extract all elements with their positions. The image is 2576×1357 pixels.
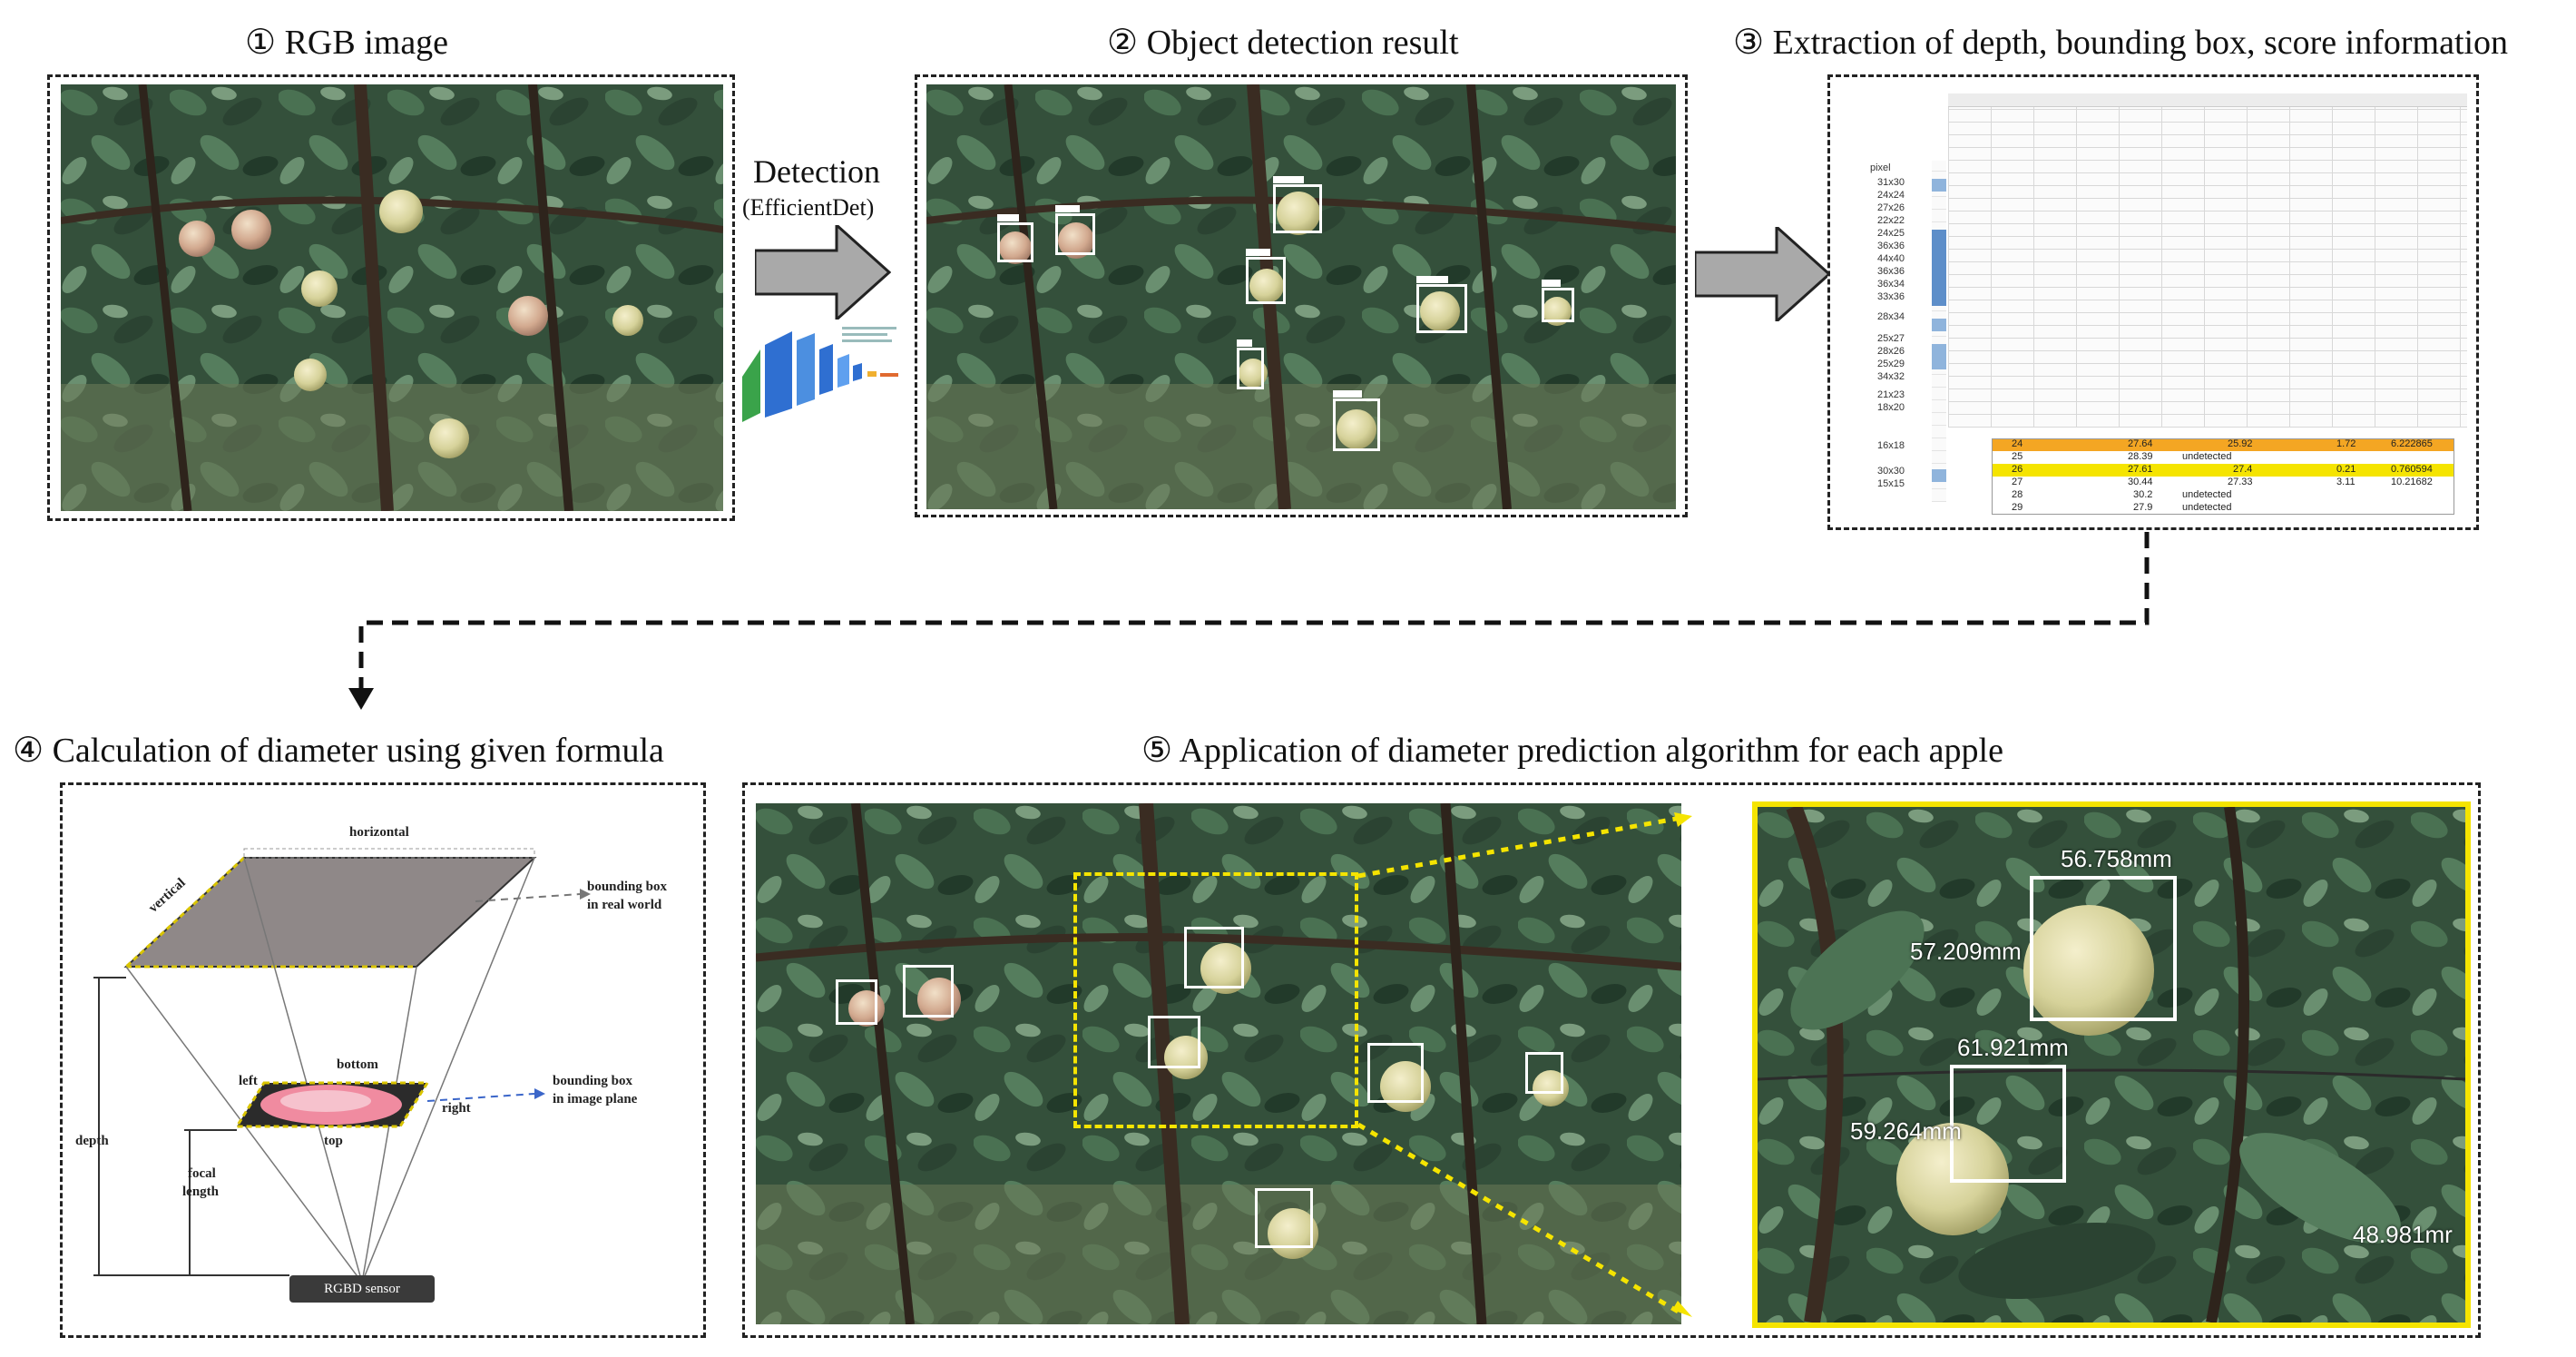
pixel-label: 24x25 [1877,228,1905,239]
pixel-label: 31x30 [1877,177,1905,188]
pixel-label: 33x36 [1877,291,1905,302]
pixel-label: 25x27 [1877,333,1905,344]
diameter-label: 57.209mm [1910,938,2022,965]
detection-box [997,214,1033,262]
detection-box [1255,1188,1313,1248]
focal-label: focal [188,1166,216,1181]
highlight-row-orange [1992,438,2454,451]
left-label: left [239,1074,258,1088]
extraction-panel: pixel 31x30 24x24 27x26 22x22 24x25 36x3… [1827,74,2479,530]
detection-box [1542,280,1574,322]
zoom-detection-box [2030,876,2177,1021]
size-class-column [1932,161,1946,502]
result-table [1992,438,2454,515]
rgb-image-panel [47,74,735,521]
zoom-connector [1357,812,1692,1317]
detection-box [1416,276,1467,333]
highlight-cell [1932,344,1946,369]
rgb-image [61,84,723,511]
detection-result-panel [915,74,1688,517]
pixel-label: 24x24 [1877,190,1905,201]
bbox-real-label: bounding box [587,880,667,894]
bbox-image-label: bounding box [553,1074,632,1088]
detection-box [1273,176,1322,233]
detection-box [1148,1016,1200,1068]
highlight-row-yellow [1992,464,2454,477]
rgbd-sensor-label: RGBD sensor [324,1282,400,1296]
bbox-real-label-2: in real world [587,898,662,912]
detection-box [1367,1043,1424,1103]
step2-title: ② Object detection result [1107,24,1459,62]
result-row: 27 30.44 27.33 3.11 10.21682 [2012,477,2433,487]
connector-arrow [348,532,2150,710]
prediction-image [756,803,1681,1324]
pixel-label: 36x36 [1877,266,1905,277]
highlight-cell [1932,469,1946,482]
pixel-header: pixel [1870,162,1891,173]
result-row: 29 27.9 undetected [2012,502,2232,513]
detection-box [1525,1052,1563,1094]
zoom-region [1073,872,1358,1128]
detection-box [1333,390,1380,451]
step5-title: ⑤ Application of diameter prediction alg… [1141,732,2003,770]
camera-geometry-diagram [93,848,591,1303]
pixel-label: 15x15 [1877,478,1905,489]
grid-header [1948,93,2467,107]
pixel-label: 36x36 [1877,241,1905,251]
step1-title: ① RGB image [245,24,449,62]
depth-label: depth [75,1134,109,1148]
pixel-label: 16x18 [1877,440,1905,451]
horizontal-label: horizontal [349,825,409,840]
pixel-label: 22x22 [1877,215,1905,226]
highlight-cell [1932,319,1946,331]
pixel-label: 28x34 [1877,311,1905,322]
highlight-cell [1932,179,1946,192]
detection-box [1237,339,1264,389]
diameter-formula-panel: horizontal vertical bounding box in real… [60,782,706,1338]
bottom-label: bottom [337,1057,378,1072]
top-label: top [324,1134,343,1148]
result-row: 26 27.61 27.4 0.21 0.760594 [2012,464,2433,475]
pixel-label: 27x26 [1877,202,1905,213]
efficientdet-label: (EfficientDet) [742,194,875,221]
arrow-right-icon [1695,227,1831,321]
detection-box [836,979,877,1025]
pixel-label: 44x40 [1877,253,1905,264]
pixel-label: 28x26 [1877,346,1905,357]
detection-box [1184,927,1244,988]
pixel-label: 18x20 [1877,402,1905,413]
depth-data-grid [1948,93,2467,428]
network-architecture-icon [742,327,898,422]
step3-title: ③ Extraction of depth, bounding box, sco… [1733,24,2509,62]
detection-box [903,965,954,1018]
diameter-label: 61.921mm [1957,1034,2069,1061]
pixel-label: 30x30 [1877,466,1905,477]
pixel-label: 21x23 [1877,389,1905,400]
result-row: 24 27.64 25.92 1.72 6.222865 [2012,438,2433,449]
diameter-label: 56.758mm [2061,845,2172,872]
right-label: right [442,1101,471,1116]
detection-box [1055,205,1095,255]
arrow-right-icon [755,225,891,320]
pixel-label: 25x29 [1877,359,1905,369]
bbox-image-label-2: in image plane [553,1092,638,1106]
result-row: 25 28.39 undetected [2012,451,2232,462]
diameter-prediction-panel: 56.758mm 57.209mm 61.921mm 59.264mm 48.9… [742,782,2481,1338]
result-row: 28 30.2 undetected [2012,489,2232,500]
highlight-cell [1932,230,1946,306]
detection-image [926,84,1676,509]
diameter-label: 59.264mm [1850,1117,1962,1145]
pixel-label: 36x34 [1877,279,1905,290]
detection-box [1246,249,1286,304]
step4-title: ④ Calculation of diameter using given fo… [13,732,664,770]
detection-label: Detection [753,153,880,190]
diameter-label: 48.981mr [2353,1221,2453,1248]
length-label: length [182,1185,220,1199]
zoom-detection-box [1950,1065,2066,1183]
pixel-label: 34x32 [1877,371,1905,382]
